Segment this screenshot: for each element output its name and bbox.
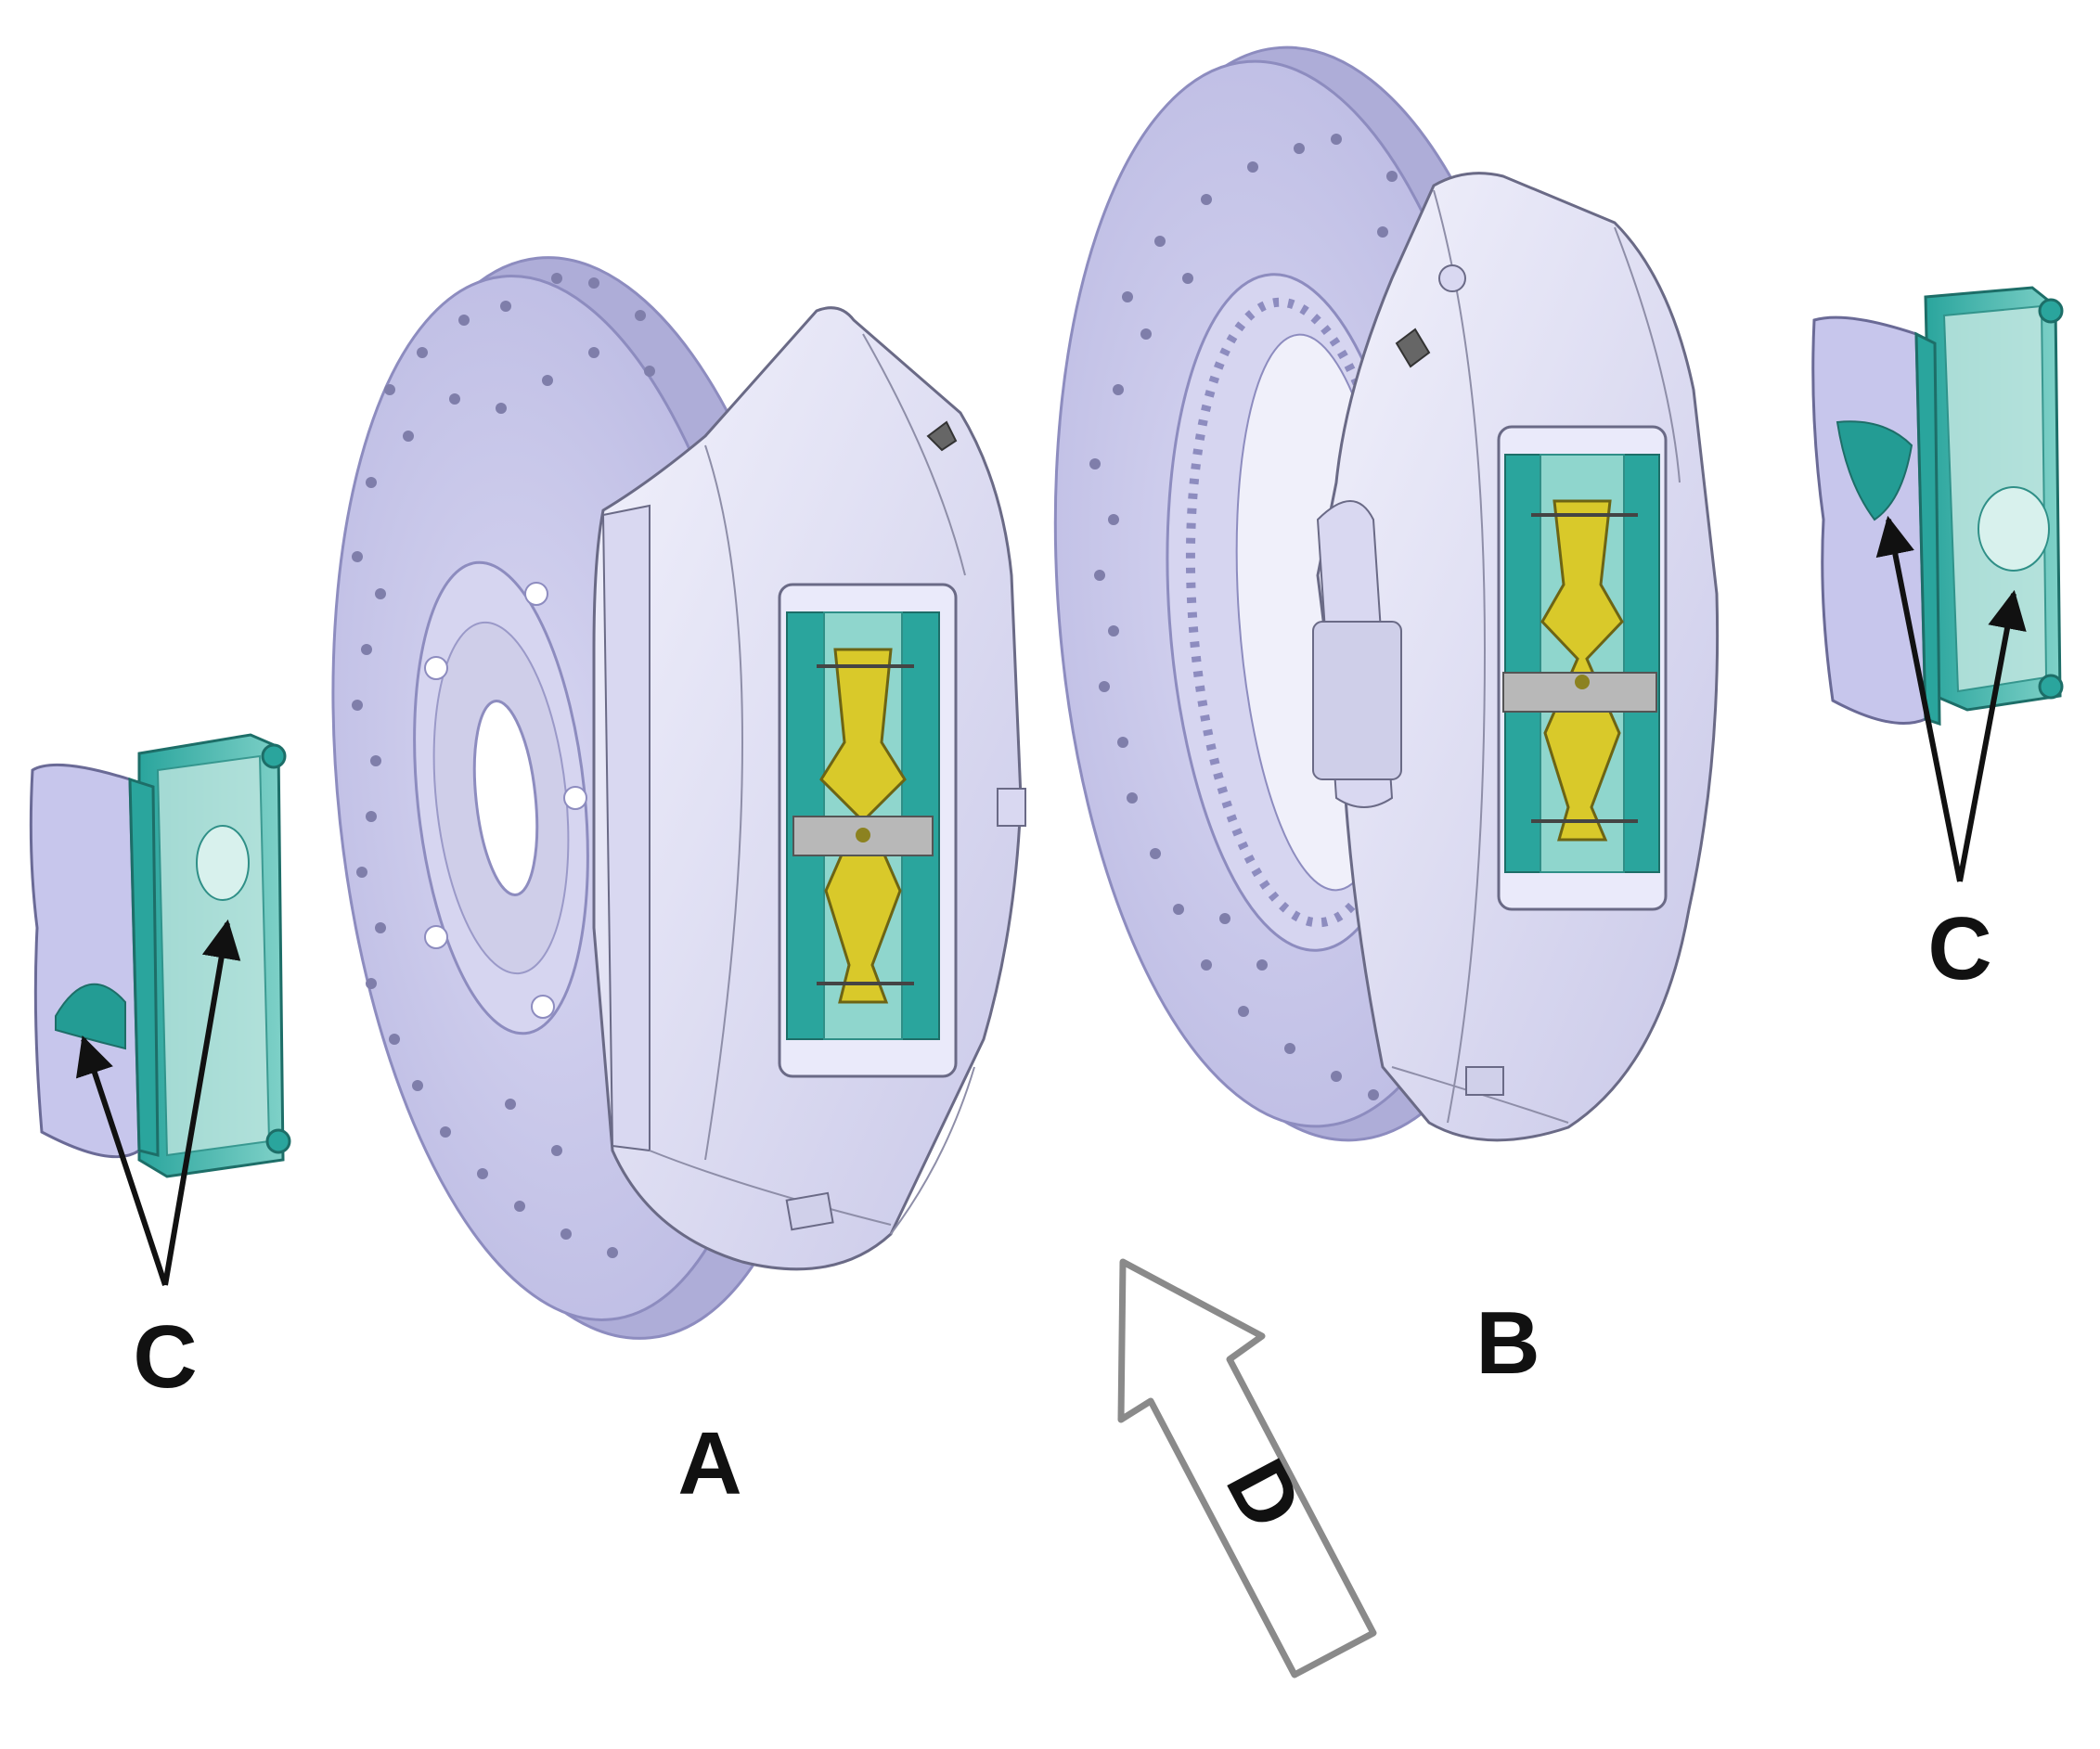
caliper-a <box>592 306 1026 1271</box>
direction-arrow-d: D <box>1117 1258 1377 1678</box>
caliper-b <box>1312 172 1720 1142</box>
label-a: A <box>677 1414 741 1513</box>
brake-pads-left: C <box>29 733 291 1407</box>
label-c-right: C <box>1927 899 1991 998</box>
callout-arrow <box>162 919 241 1286</box>
callout-arrow <box>1957 589 2027 882</box>
callout-arrow <box>1875 515 1963 882</box>
label-c-left: C <box>133 1307 197 1407</box>
callout-arrow <box>75 1035 168 1286</box>
label-b: B <box>1475 1293 1540 1393</box>
brake-pads-right: C <box>1811 286 2064 998</box>
